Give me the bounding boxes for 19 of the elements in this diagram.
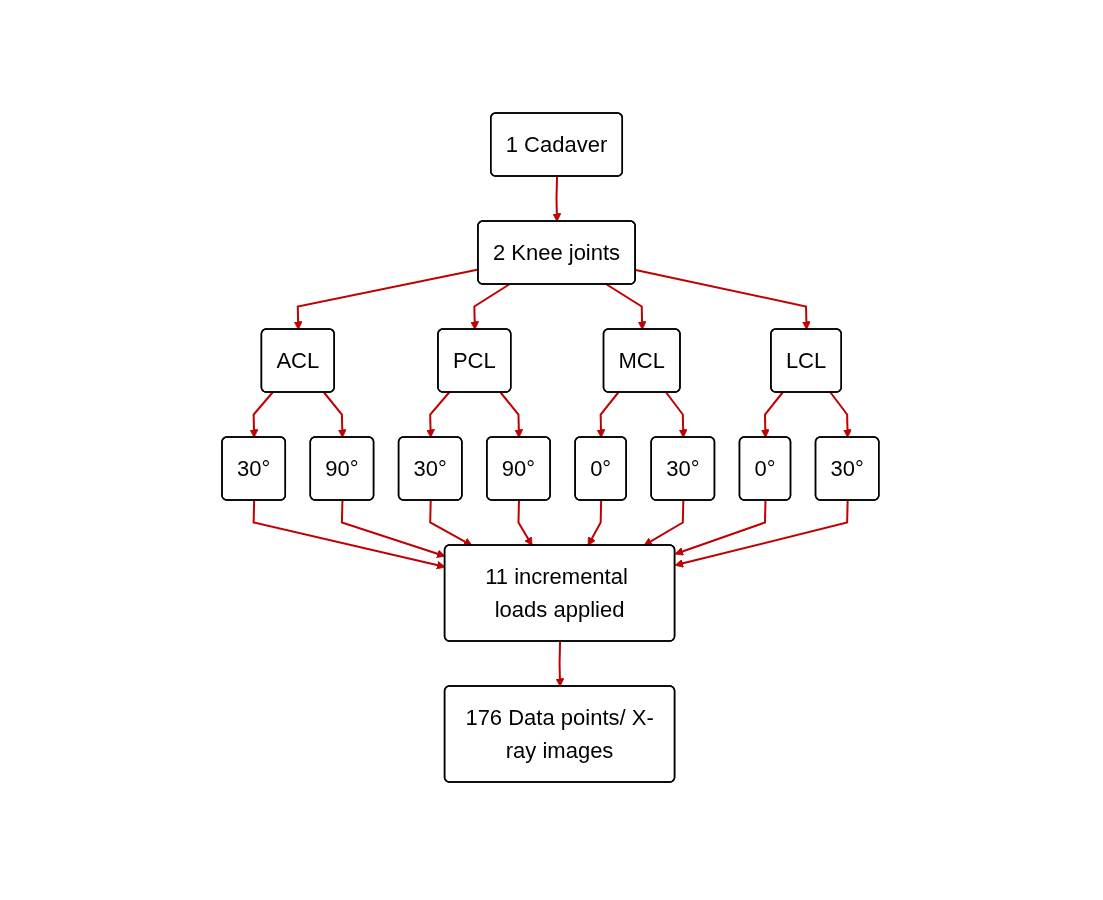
arrow bbox=[428, 499, 472, 546]
arrow bbox=[664, 391, 688, 438]
arrow bbox=[425, 391, 450, 438]
arrow bbox=[249, 391, 274, 438]
arrow bbox=[469, 283, 510, 330]
arrow bbox=[596, 391, 619, 438]
arrow bbox=[552, 175, 561, 222]
arrow bbox=[829, 391, 852, 438]
arrow bbox=[517, 499, 533, 546]
arrow bbox=[760, 391, 784, 438]
arrow bbox=[322, 391, 347, 438]
arrow bbox=[499, 391, 523, 438]
arrow bbox=[555, 640, 564, 687]
arrow bbox=[643, 499, 684, 546]
arrow bbox=[605, 283, 647, 330]
arrow bbox=[634, 269, 811, 330]
arrow bbox=[674, 499, 849, 568]
arrow bbox=[587, 499, 602, 546]
arrow bbox=[674, 499, 767, 556]
